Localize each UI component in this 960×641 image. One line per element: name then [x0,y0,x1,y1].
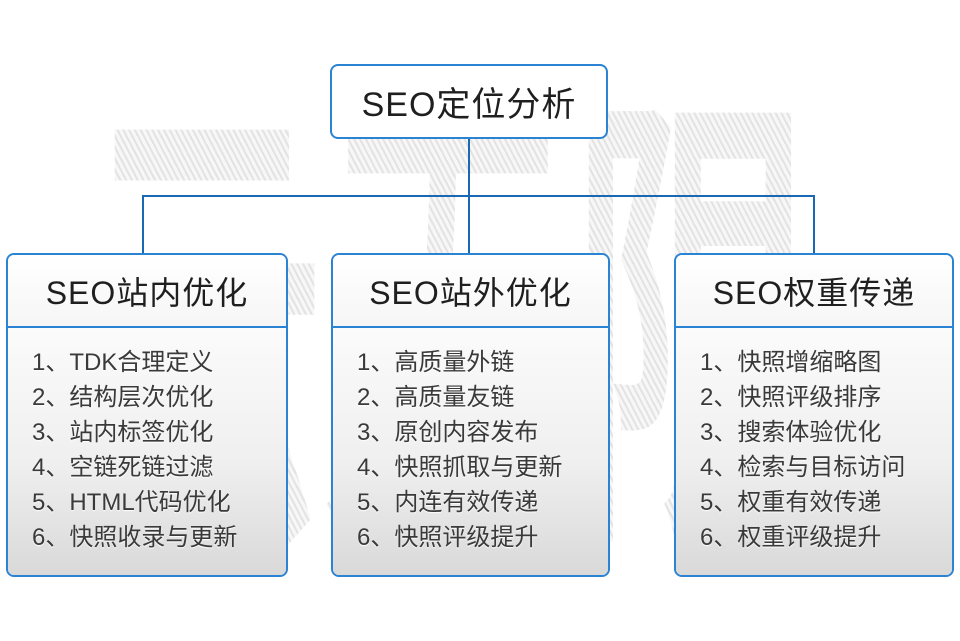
list-item: 6、快照评级提升 [357,524,539,551]
list-item: 3、搜索体验优化 [700,419,882,446]
list-item: 6、权重评级提升 [700,524,882,551]
list-item: 1、快照增缩略图 [700,349,882,376]
list-item: 1、高质量外链 [357,349,515,376]
connector-drop-left [142,196,144,253]
root-node-label: SEO定位分析 [361,86,577,124]
connector-drop-right [813,196,815,253]
branch-offsite-optimization: SEO站外优化 1、高质量外链 2、高质量友链 3、原创内容发布 4、快照抓取与… [331,253,610,577]
branch-header-weight: SEO权重传递 [676,255,952,328]
list-item: 2、快照评级排序 [700,384,882,411]
list-item: 3、站内标签优化 [32,419,214,446]
list-item: 3、原创内容发布 [357,419,539,446]
connector-horizontal [142,195,815,197]
list-item: 6、快照收录与更新 [32,524,238,551]
branch-header-offsite: SEO站外优化 [333,255,608,328]
connector-root-stem [468,139,470,196]
branch-header-onsite: SEO站内优化 [8,255,286,328]
list-item: 5、内连有效传递 [357,489,539,516]
branch-header-label: SEO站内优化 [45,274,249,311]
list-item: 2、结构层次优化 [32,384,214,411]
branch-header-label: SEO权重传递 [712,274,916,311]
list-item: 4、检索与目标访问 [700,454,906,481]
list-item: 5、HTML代码优化 [32,489,231,516]
branch-list-offsite: 1、高质量外链 2、高质量友链 3、原创内容发布 4、快照抓取与更新 5、内连有… [333,328,608,575]
branch-header-label: SEO站外优化 [369,274,572,311]
branch-list-weight: 1、快照增缩略图 2、快照评级排序 3、搜索体验优化 4、检索与目标访问 5、权… [676,328,952,575]
connector-drop-middle [468,196,470,253]
branch-list-onsite: 1、TDK合理定义 2、结构层次优化 3、站内标签优化 4、空链死链过滤 5、H… [8,328,286,575]
list-item: 1、TDK合理定义 [32,349,214,376]
list-item: 5、权重有效传递 [700,489,882,516]
list-item: 4、空链死链过滤 [32,454,214,481]
list-item: 2、高质量友链 [357,384,515,411]
branch-onsite-optimization: SEO站内优化 1、TDK合理定义 2、结构层次优化 3、站内标签优化 4、空链… [6,253,288,577]
list-item: 4、快照抓取与更新 [357,454,563,481]
root-node: SEO定位分析 [330,64,608,139]
branch-weight-transfer: SEO权重传递 1、快照增缩略图 2、快照评级排序 3、搜索体验优化 4、检索与… [674,253,954,577]
